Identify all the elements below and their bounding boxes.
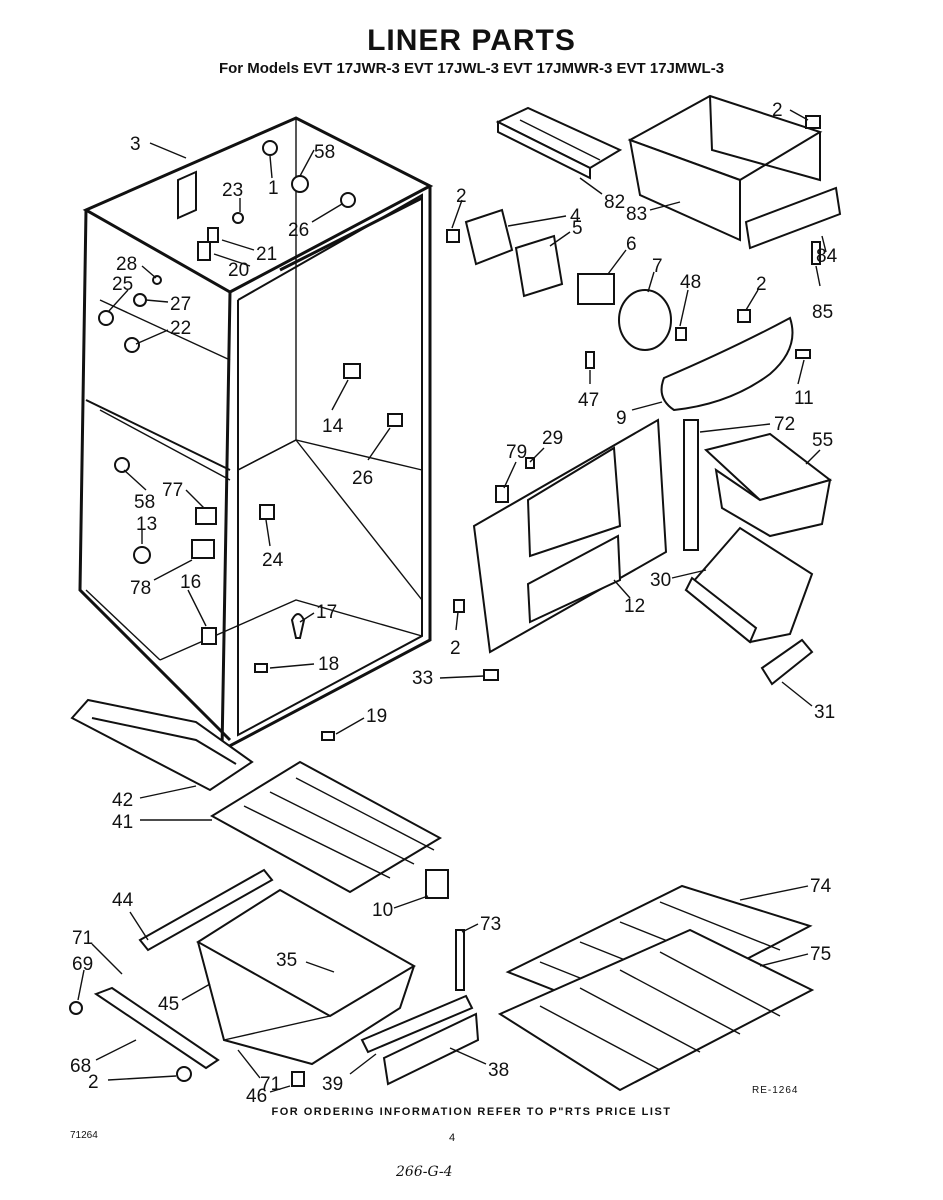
callout-label: 55 (812, 430, 833, 451)
callout-label: 47 (578, 390, 599, 411)
callout-label: 68 (70, 1056, 91, 1077)
callout-label: 84 (816, 246, 838, 267)
callout-label: 75 (810, 944, 831, 965)
bin-clip (760, 638, 814, 686)
callout-label: 73 (480, 914, 501, 935)
callout-label: 41 (112, 812, 133, 833)
callout-label: 28 (116, 254, 137, 275)
callout-label: 25 (112, 274, 133, 295)
callout-label: 10 (372, 900, 393, 921)
ordering-note: FOR ORDERING INFORMATION REFER TO P"RTS … (271, 1106, 672, 1118)
callout-label: 19 (366, 706, 387, 727)
page-title: LINER PARTS (367, 24, 576, 57)
callout-label: 2 (88, 1072, 99, 1093)
wire-shelf-lower (497, 928, 815, 1092)
callout-label: 2 (450, 638, 461, 659)
callout-label: 9 (616, 408, 627, 429)
callout-label: 14 (322, 416, 344, 437)
callout-label: 13 (136, 514, 157, 535)
fan-motor-parts (446, 208, 751, 369)
page-number: 4 (449, 1132, 456, 1144)
callout-label: 74 (810, 876, 832, 897)
callout-label: 83 (626, 204, 647, 225)
callout-label: 2 (456, 186, 467, 207)
cabinet-fasteners (98, 140, 403, 741)
callout-label: 2 (772, 100, 783, 121)
callout-label: 23 (222, 180, 243, 201)
callout-label: 77 (162, 480, 183, 501)
callout-label: 4 (570, 206, 581, 227)
liner-cabinet (78, 116, 434, 753)
callout-label: 71 (72, 928, 93, 949)
callout-label: 26 (288, 220, 309, 241)
callout-label: 35 (276, 950, 297, 971)
callout-label: 6 (626, 234, 637, 255)
rear-panel (453, 418, 668, 681)
callout-label: 12 (624, 596, 645, 617)
callout-label: 22 (170, 318, 191, 339)
door-bin-large (684, 526, 814, 644)
callout-label: 2 (756, 274, 767, 295)
callout-label: 45 (158, 994, 179, 1015)
handwritten-note: 266-G-4 (396, 1164, 453, 1180)
leader-lines (77, 109, 827, 1093)
callout-label: 27 (170, 294, 191, 315)
callout-label: 30 (650, 570, 671, 591)
crisper-slide (69, 986, 305, 1087)
shelf-support (138, 868, 274, 952)
callout-labels: 3 58 23 1 26 21 20 28 25 27 22 14 26 58 … (70, 100, 838, 1107)
control-knob-part (425, 869, 465, 991)
door-bin-small (703, 432, 833, 538)
callout-label: 17 (316, 602, 337, 623)
callout-label: 82 (604, 192, 625, 213)
cover-support (360, 994, 480, 1086)
callout-label: 29 (542, 428, 563, 449)
callout-label: 85 (812, 302, 833, 323)
callout-label: 79 (506, 442, 527, 463)
callout-label: 11 (794, 388, 814, 409)
callout-label: 72 (774, 414, 795, 435)
callout-label: 39 (322, 1074, 343, 1095)
callout-label: 18 (318, 654, 339, 675)
callout-label: 69 (72, 954, 93, 975)
callout-label: 31 (814, 702, 835, 723)
callout-label: 78 (130, 578, 151, 599)
callout-label: 20 (228, 260, 249, 281)
evaporator-cover (660, 316, 811, 412)
callout-label: 16 (180, 572, 201, 593)
callout-label: 71 (260, 1074, 281, 1095)
callout-label: 58 (134, 492, 155, 513)
callout-label: 46 (246, 1086, 267, 1107)
callout-label: 5 (572, 218, 583, 239)
callout-label: 33 (412, 668, 433, 689)
callout-label: 42 (112, 790, 133, 811)
callout-label: 7 (652, 256, 663, 277)
freezer-shelf-assembly (627, 94, 842, 265)
door-gasket-strip (683, 419, 699, 551)
callout-label: 1 (268, 178, 279, 199)
callout-label: 44 (112, 890, 134, 911)
page-subtitle: For Models EVT 17JWR-3 EVT 17JWL-3 EVT 1… (218, 60, 725, 77)
page-code: 71264 (70, 1130, 98, 1141)
drawing-code: RE-1264 (752, 1085, 799, 1096)
callout-label: 21 (256, 244, 277, 265)
callout-label: 3 (130, 134, 141, 155)
crisper-pan (196, 888, 416, 1066)
drip-tray (70, 698, 254, 792)
callout-label: 58 (314, 142, 335, 163)
callout-label: 48 (680, 272, 701, 293)
callout-label: 24 (262, 550, 284, 571)
ice-tray (495, 106, 623, 180)
callout-label: 26 (352, 468, 373, 489)
callout-label: 38 (488, 1060, 509, 1081)
glass-shelf (210, 760, 443, 894)
